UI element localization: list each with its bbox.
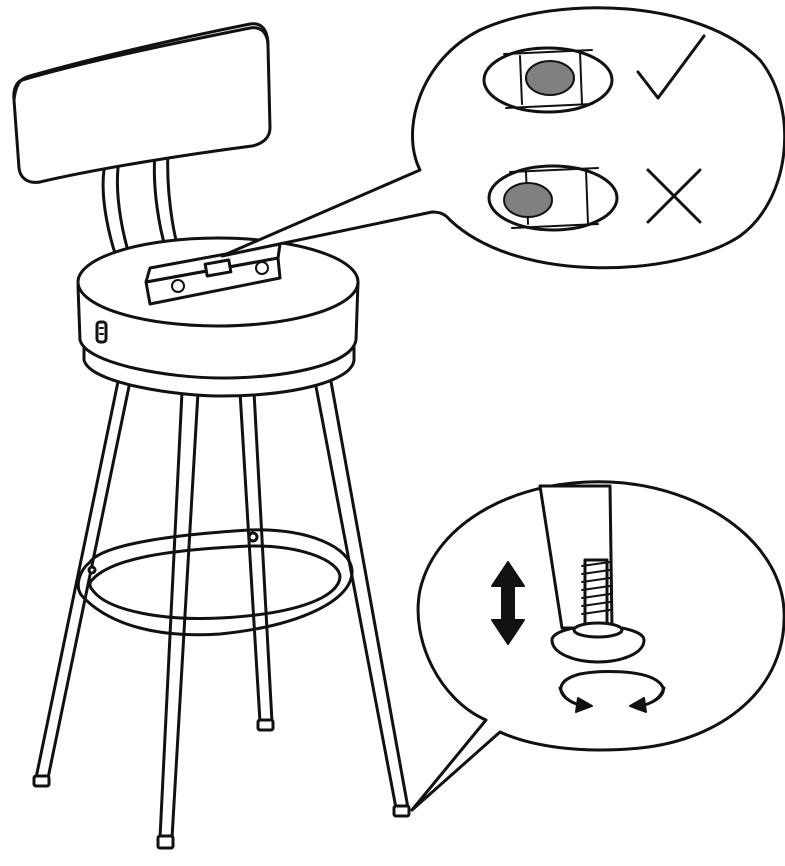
- screw-head: [89, 567, 95, 573]
- foot-adjust-callout: [412, 482, 784, 810]
- leg-foot: [158, 836, 173, 848]
- leg-foot: [34, 776, 49, 786]
- stool-legs: [34, 372, 409, 848]
- level-bubble-off-center: [504, 183, 552, 217]
- footrest-ring: [78, 530, 352, 635]
- level-bubble-centered: [526, 61, 574, 95]
- adjustable-foot-pad: [552, 623, 644, 662]
- threaded-bolt: [582, 560, 610, 624]
- leg-foot: [258, 720, 273, 730]
- level-check-callout: [222, 8, 785, 268]
- leg-foot: [394, 806, 409, 816]
- backrest: [14, 24, 270, 262]
- seat-tag: [97, 322, 106, 342]
- screw-head: [249, 533, 257, 541]
